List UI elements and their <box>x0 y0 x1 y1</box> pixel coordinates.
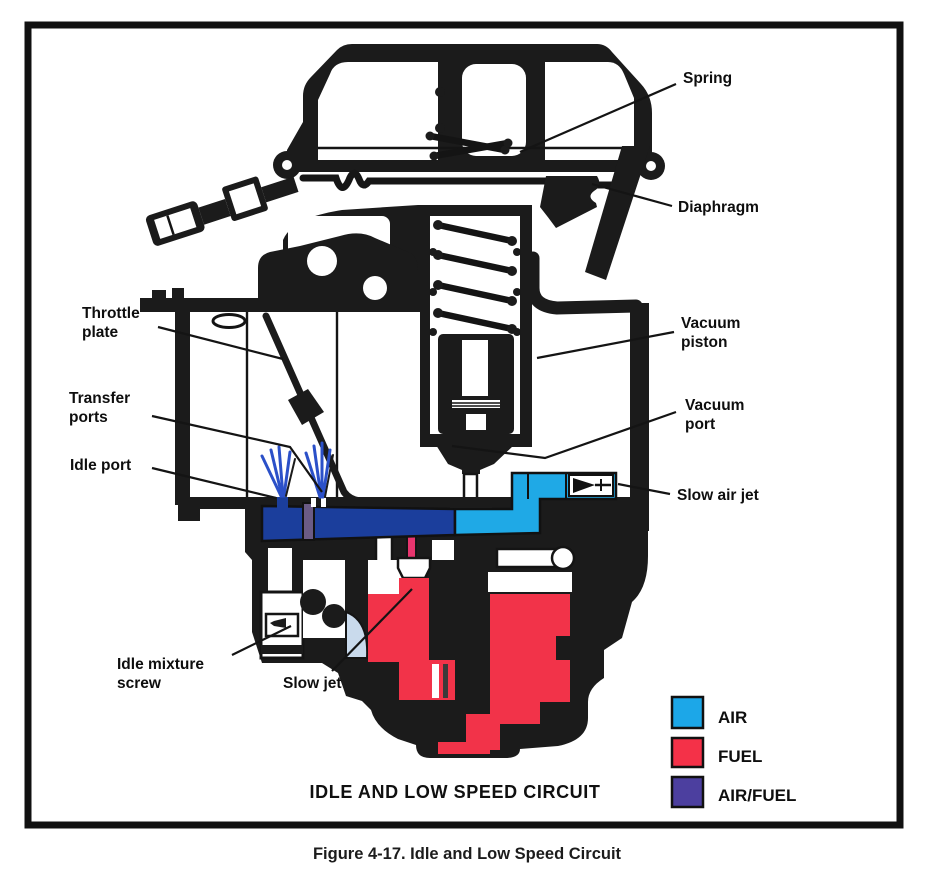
legend: AIR FUEL AIR/FUEL <box>670 695 796 809</box>
chamber-wall-nubs <box>429 248 521 336</box>
label-idle-mixture-screw-2: screw <box>117 675 162 692</box>
slow-air-jet-detail <box>527 473 614 499</box>
throttle-stop-screw <box>145 176 299 246</box>
idle-mixture-screw-tip <box>270 618 286 628</box>
legend-label-fuel: FUEL <box>718 747 762 766</box>
label-throttle-plate-1: Throttle <box>82 305 140 322</box>
label-idle-port: Idle port <box>70 457 131 474</box>
label-throttle-plate-2: plate <box>82 324 119 341</box>
label-slow-jet: Slow jet <box>283 675 342 692</box>
label-idle-mixture-screw-1: Idle mixture <box>117 656 204 673</box>
passages <box>260 471 618 543</box>
transfer-port-1 <box>311 498 316 507</box>
leader-diaphragm <box>591 182 673 208</box>
label-vacuum-piston-2: piston <box>681 334 728 351</box>
float-pivot <box>550 545 576 571</box>
leader-transfer-ports <box>151 414 323 493</box>
diagram-title: IDLE AND LOW SPEED CIRCUIT <box>310 782 601 802</box>
air-bleed-wedge <box>345 610 369 659</box>
label-vacuum-port-1: Vacuum <box>685 397 744 414</box>
leader-throttle-plate <box>157 325 284 361</box>
leader-slow-air-jet <box>617 482 671 496</box>
legend-swatch-air-fuel <box>670 775 705 809</box>
transfer-port-2 <box>321 498 326 507</box>
throttle-shaft-bracket <box>258 233 418 300</box>
throttle-shaft-end <box>211 313 247 329</box>
leader-vacuum-piston <box>536 330 675 360</box>
legend-swatch-fuel <box>670 736 705 769</box>
vacuum-hook <box>526 251 643 315</box>
label-slow-air-jet: Slow air jet <box>677 487 759 504</box>
outer-right-wall <box>630 303 649 531</box>
legend-swatch-air <box>670 695 705 730</box>
air-fuel-passage <box>260 504 457 543</box>
needle-collar <box>450 498 492 508</box>
label-vacuum-port-2: port <box>685 416 715 433</box>
piston-spring-coils <box>434 221 516 333</box>
label-spring: Spring <box>683 70 732 87</box>
throttle-plate-pivot <box>288 389 324 425</box>
leader-slow-jet <box>331 588 413 672</box>
label-transfer-ports-1: Transfer <box>69 390 130 407</box>
leader-vacuum-port <box>451 410 677 460</box>
diaphragm-cover <box>273 44 665 194</box>
label-transfer-ports-2: ports <box>69 409 108 426</box>
label-vacuum-piston-1: Vacuum <box>681 315 740 332</box>
float-bowl-body <box>245 497 648 758</box>
leader-idle-mixture-screw <box>231 625 292 656</box>
leader-lines <box>151 82 677 672</box>
fuel-bowl <box>466 594 570 750</box>
leader-idle-port <box>151 466 277 500</box>
leader-spring <box>519 82 677 154</box>
label-diaphragm: Diaphragm <box>678 199 759 216</box>
spring-upper <box>425 131 513 161</box>
idle-port-opening <box>277 497 288 508</box>
vacuum-piston-assembly <box>418 216 532 506</box>
slow-jet-body <box>396 556 432 580</box>
legend-label-air: AIR <box>718 708 747 727</box>
spring-coil-ends <box>433 220 517 334</box>
figure-caption: Figure 4-17. Idle and Low Speed Circuit <box>313 845 622 863</box>
right-wall-structures <box>526 146 650 531</box>
legend-label-air-fuel: AIR/FUEL <box>718 786 796 805</box>
passage-plug <box>302 502 315 541</box>
callout-labels: Spring Diaphragm Throttle plate Vacuum p… <box>69 70 759 692</box>
